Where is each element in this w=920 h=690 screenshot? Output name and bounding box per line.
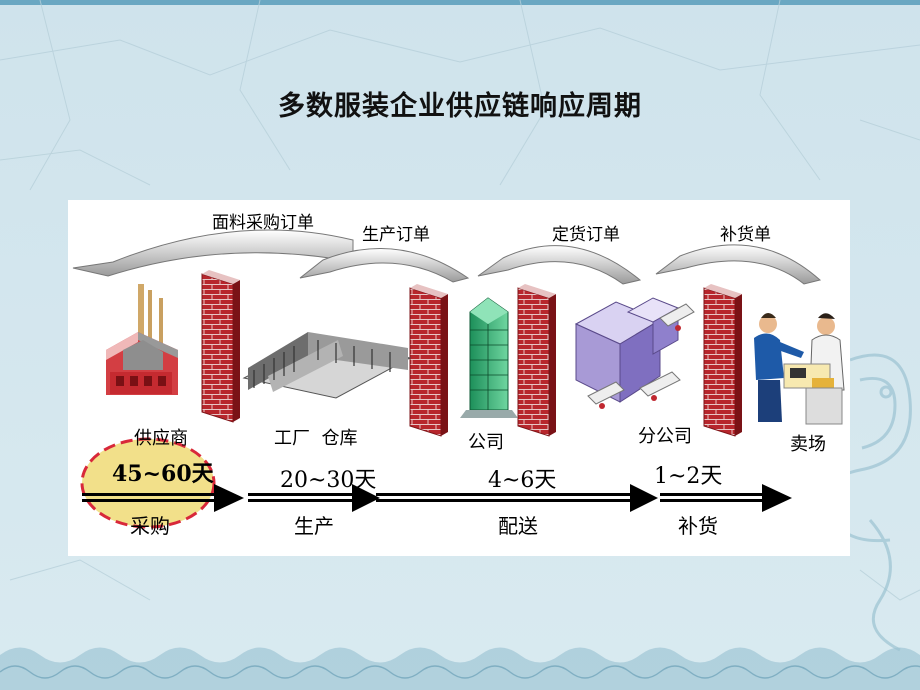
order-flow-arrow-replenish [655,244,822,285]
order-label-fabric: 面料采购订单 [212,213,314,233]
node-label-factory-warehouse: 工厂 仓库 [274,428,358,449]
timeline-arrow-4 [660,484,792,512]
highlight-ellipse [80,437,216,529]
order-label-replenish: 补货单 [720,225,771,245]
page-title: 多数服装企业供应链响应周期 [278,91,642,122]
node-label-supplier: 供应商 [134,428,188,449]
brick-wall-2 [409,284,448,437]
timeline-arrow-3 [376,484,658,512]
branch-building-icon [574,297,695,409]
order-label-production: 生产订单 [362,225,430,245]
node-label-branch: 分公司 [638,426,692,447]
supply-chain-diagram: 面料采购订单 生产订单 定货订单 补货单 供应商 工厂 仓库 公司 分公司 卖场… [68,200,850,556]
order-flow-arrow-production [299,247,470,283]
order-flow-arrow-fabric [72,229,354,277]
node-label-company: 公司 [468,432,504,453]
brick-wall-4 [703,284,742,437]
stage-duration-production: 20~30天 [280,468,377,493]
factory-icon [106,284,178,395]
brick-wall-1 [201,270,240,423]
stage-phase-replenish: 补货 [678,514,718,538]
order-flow-arrow-booking [477,245,642,285]
order-label-booking: 定货订单 [552,225,620,245]
stage-duration-purchase: 45~60天 [112,461,214,487]
node-label-store: 卖场 [790,434,826,455]
wave-pattern-border [0,647,920,690]
stage-duration-distribution: 4~6天 [488,468,557,493]
timeline-arrow-1 [82,484,244,512]
brick-wall-3 [517,284,556,437]
store-clerk-icon [754,313,845,425]
stage-duration-replenish: 1~2天 [654,464,723,489]
stage-phase-production: 生产 [294,514,334,538]
warehouse-icon [242,332,412,399]
office-tower-icon [460,297,518,418]
stage-phase-purchase: 采购 [130,514,170,538]
timeline-arrow-2 [248,484,380,512]
stage-phase-distribution: 配送 [498,514,538,538]
